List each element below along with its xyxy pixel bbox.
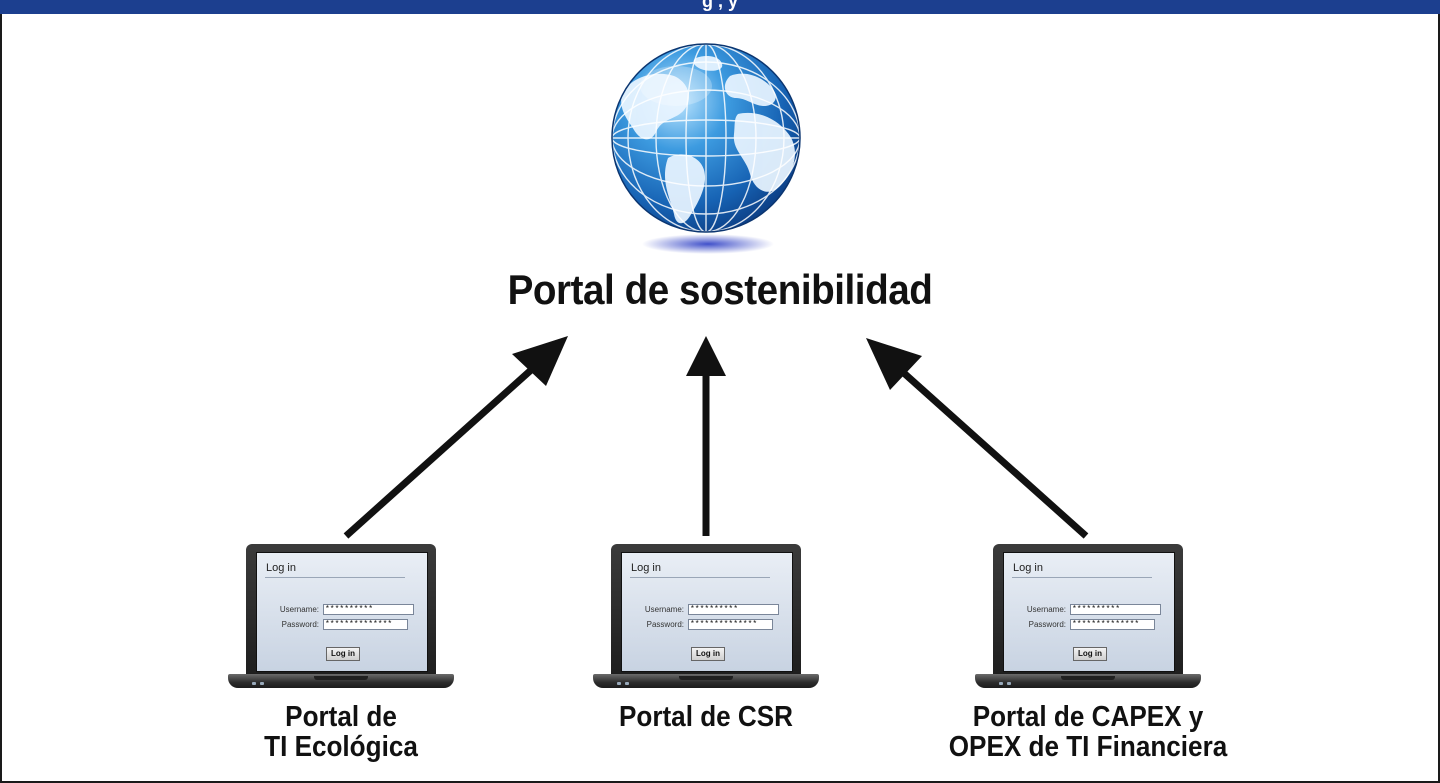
username-label: Username: <box>1026 605 1066 614</box>
login-screen: Log in Username: ********** Password: **… <box>256 552 428 672</box>
laptop-notch <box>314 676 368 680</box>
login-divider <box>265 577 405 578</box>
password-label: Password: <box>281 620 319 629</box>
laptop-led <box>625 682 629 685</box>
password-field[interactable]: ************** <box>323 619 408 630</box>
password-label: Password: <box>646 620 684 629</box>
laptop-led <box>1007 682 1011 685</box>
username-label: Username: <box>644 605 684 614</box>
portal-label-line: Portal de CSR <box>618 701 794 733</box>
laptop-base <box>593 674 819 688</box>
laptop-led <box>260 682 264 685</box>
password-field[interactable]: ************** <box>1070 619 1155 630</box>
laptop-csr: Log in Username: ********** Password: **… <box>593 544 819 694</box>
portal-label-ti-ecologica: Portal de TI Ecológica <box>238 702 445 762</box>
globe-icon <box>611 43 801 254</box>
login-button[interactable]: Log in <box>1073 647 1107 661</box>
hub-title: Portal de sostenibilidad <box>507 266 933 313</box>
portal-label-line: Portal de CAPEX y <box>972 701 1204 733</box>
top-banner: g , y <box>0 0 1440 14</box>
password-label: Password: <box>1028 620 1066 629</box>
login-title: Log in <box>266 562 296 574</box>
laptop-led <box>999 682 1003 685</box>
username-label: Username: <box>279 605 319 614</box>
login-title: Log in <box>1013 562 1043 574</box>
login-title: Log in <box>631 562 661 574</box>
laptop-led <box>617 682 621 685</box>
laptop-ti-ecologica: Log in Username: ********** Password: **… <box>228 544 454 694</box>
login-divider <box>1012 577 1152 578</box>
portal-label-csr: Portal de CSR <box>598 702 814 732</box>
laptop-notch <box>679 676 733 680</box>
login-screen: Log in Username: ********** Password: **… <box>1003 552 1175 672</box>
login-divider <box>630 577 770 578</box>
laptop-base <box>228 674 454 688</box>
password-field[interactable]: ************** <box>688 619 773 630</box>
login-screen: Log in Username: ********** Password: **… <box>621 552 793 672</box>
username-field[interactable]: ********** <box>1070 604 1161 615</box>
login-button[interactable]: Log in <box>326 647 360 661</box>
laptop-notch <box>1061 676 1115 680</box>
top-banner-text: g , y <box>701 0 738 11</box>
username-field[interactable]: ********** <box>323 604 414 615</box>
laptop-led <box>252 682 256 685</box>
laptop-capex-opex: Log in Username: ********** Password: **… <box>975 544 1201 694</box>
laptop-lid: Log in Username: ********** Password: **… <box>611 544 801 676</box>
portal-label-line: TI Ecológica <box>264 731 418 763</box>
portal-label-line: OPEX de TI Financiera <box>948 731 1228 763</box>
portal-label-capex-opex: Portal de CAPEX y OPEX de TI Financiera <box>935 702 1241 762</box>
login-button[interactable]: Log in <box>691 647 725 661</box>
laptop-lid: Log in Username: ********** Password: **… <box>246 544 436 676</box>
portal-label-line: Portal de <box>285 701 397 733</box>
laptop-base <box>975 674 1201 688</box>
laptop-lid: Log in Username: ********** Password: **… <box>993 544 1183 676</box>
username-field[interactable]: ********** <box>688 604 779 615</box>
